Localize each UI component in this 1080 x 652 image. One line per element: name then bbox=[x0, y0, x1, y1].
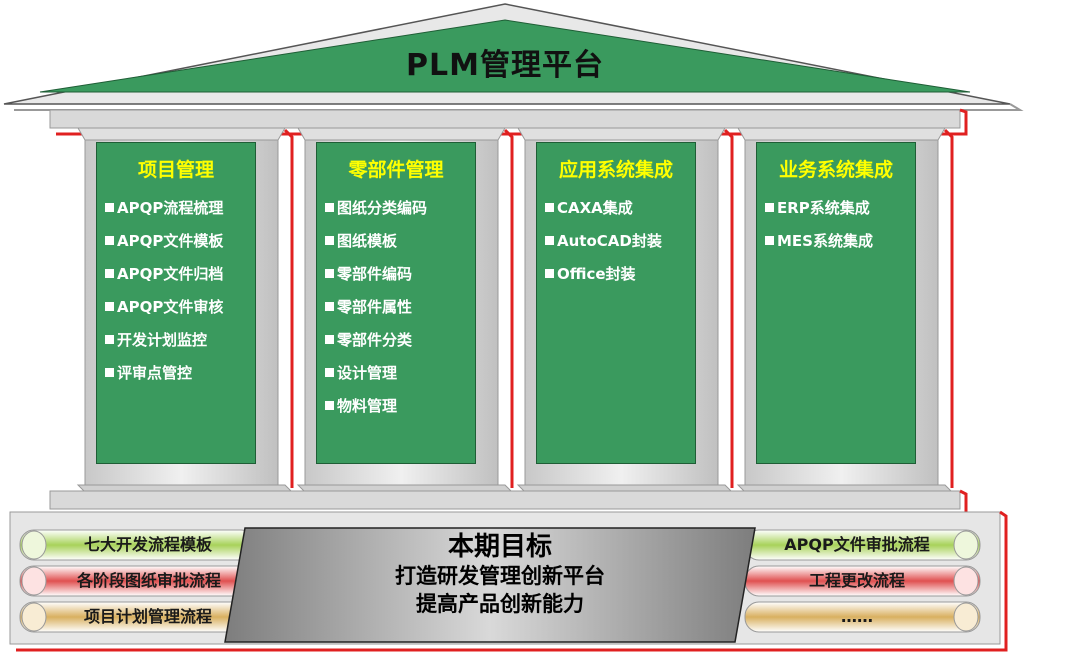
module-project-management: 项目管理 APQP流程梳理 APQP文件模板 APQP文件归档 APQP文件审核… bbox=[96, 142, 256, 464]
list-item: APQP流程梳理 bbox=[105, 192, 255, 225]
module-title: 业务系统集成 bbox=[778, 159, 893, 181]
bullet-square-icon bbox=[545, 236, 554, 245]
bullet-square-icon bbox=[325, 368, 334, 377]
module-items: 图纸分类编码 图纸模板 零部件编码 零部件属性 零部件分类 设计管理 物料管理 bbox=[325, 192, 475, 423]
module-title: 应用系统集成 bbox=[558, 159, 673, 181]
bullet-square-icon bbox=[325, 302, 334, 311]
module-business-integration: 业务系统集成 ERP系统集成 MES系统集成 bbox=[756, 142, 916, 464]
list-item: 零部件属性 bbox=[325, 291, 475, 324]
left-process-pills bbox=[19, 529, 256, 633]
module-items: CAXA集成 AutoCAD封装 Office封装 bbox=[545, 192, 695, 291]
bullet-square-icon bbox=[765, 203, 774, 212]
module-application-integration: 应用系统集成 CAXA集成 AutoCAD封装 Office封装 bbox=[536, 142, 696, 464]
bullet-square-icon bbox=[325, 203, 334, 212]
list-item: 开发计划监控 bbox=[105, 324, 255, 357]
list-item: 图纸模板 bbox=[325, 225, 475, 258]
list-item: 设计管理 bbox=[325, 357, 475, 390]
right-process-label: …… bbox=[841, 607, 873, 626]
module-items: ERP系统集成 MES系统集成 bbox=[765, 192, 915, 258]
list-item: AutoCAD封装 bbox=[545, 225, 695, 258]
bullet-square-icon bbox=[105, 368, 114, 377]
bullet-square-icon bbox=[325, 335, 334, 344]
bullet-square-icon bbox=[325, 401, 334, 410]
bullet-square-icon bbox=[325, 236, 334, 245]
bullet-square-icon bbox=[545, 203, 554, 212]
bullet-square-icon bbox=[105, 302, 114, 311]
bullet-square-icon bbox=[765, 236, 774, 245]
left-process-label: 各阶段图纸审批流程 bbox=[76, 571, 221, 590]
goal-line: 打造研发管理创新平台 bbox=[395, 564, 605, 588]
list-item: ERP系统集成 bbox=[765, 192, 915, 225]
list-item: APQP文件归档 bbox=[105, 258, 255, 291]
bullet-square-icon bbox=[105, 236, 114, 245]
bullet-square-icon bbox=[105, 335, 114, 344]
right-process-pills bbox=[744, 529, 981, 633]
module-title: 项目管理 bbox=[137, 159, 214, 181]
list-item: APQP文件审核 bbox=[105, 291, 255, 324]
list-item: MES系统集成 bbox=[765, 225, 915, 258]
list-item: Office封装 bbox=[545, 258, 695, 291]
list-item: APQP文件模板 bbox=[105, 225, 255, 258]
roof bbox=[3, 3, 1024, 111]
right-process-label: 工程更改流程 bbox=[808, 571, 905, 590]
list-item: CAXA集成 bbox=[545, 192, 695, 225]
module-items: APQP流程梳理 APQP文件模板 APQP文件归档 APQP文件审核 开发计划… bbox=[105, 192, 255, 390]
module-title: 零部件管理 bbox=[348, 159, 444, 181]
goal-line: 提高产品创新能力 bbox=[416, 592, 584, 616]
platform-title: PLM管理平台 bbox=[406, 48, 604, 83]
goal-panel bbox=[224, 527, 756, 643]
stylobate bbox=[49, 489, 968, 512]
bullet-square-icon bbox=[105, 203, 114, 212]
bullet-square-icon bbox=[325, 269, 334, 278]
list-item: 物料管理 bbox=[325, 390, 475, 423]
left-process-label: 七大开发流程模板 bbox=[83, 535, 212, 554]
bullet-square-icon bbox=[545, 269, 554, 278]
left-process-label: 项目计划管理流程 bbox=[83, 607, 212, 626]
bullet-square-icon bbox=[105, 269, 114, 278]
list-item: 零部件编码 bbox=[325, 258, 475, 291]
list-item: 零部件分类 bbox=[325, 324, 475, 357]
list-item: 评审点管控 bbox=[105, 357, 255, 390]
goal-title: 本期目标 bbox=[447, 532, 552, 562]
right-process-label: APQP文件审批流程 bbox=[784, 535, 930, 554]
module-parts-management: 零部件管理 图纸分类编码 图纸模板 零部件编码 零部件属性 零部件分类 设计管理… bbox=[316, 142, 476, 464]
list-item: 图纸分类编码 bbox=[325, 192, 475, 225]
goal-text: 本期目标 打造研发管理创新平台 提高产品创新能力 bbox=[250, 532, 750, 618]
